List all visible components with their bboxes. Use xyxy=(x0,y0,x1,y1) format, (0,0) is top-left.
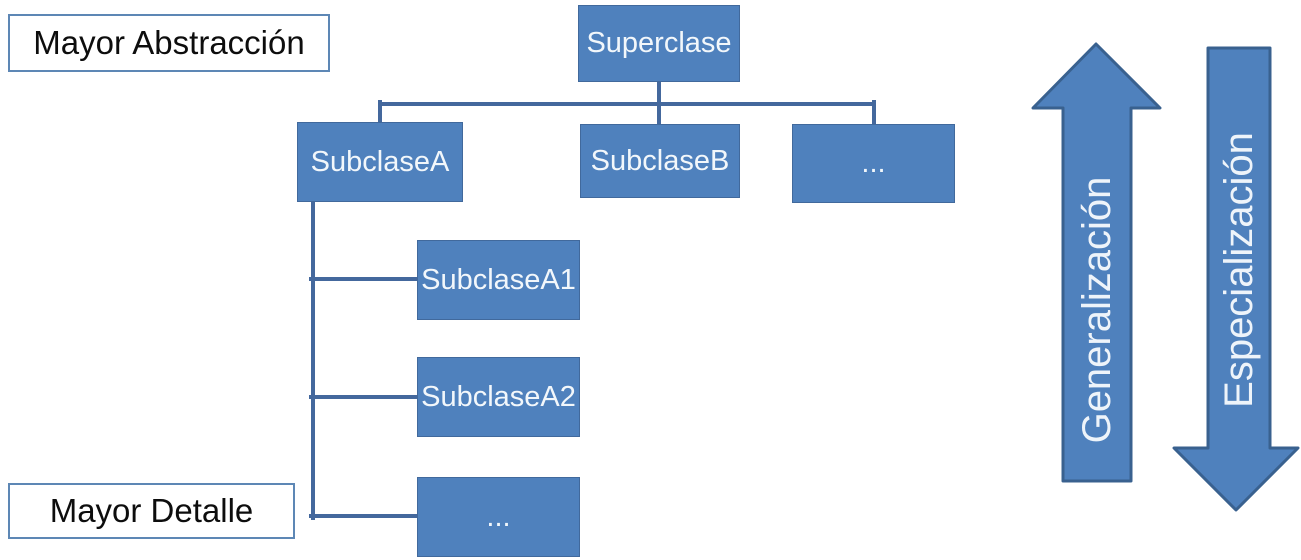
node-superclase: Superclase xyxy=(578,5,740,82)
node-subclaseA1-label: SubclaseA1 xyxy=(421,263,576,296)
generalization-up-arrow xyxy=(1031,42,1162,483)
annotation-mayor-abstraccion: Mayor Abstracción xyxy=(8,14,330,72)
node-subclaseA1: SubclaseA1 xyxy=(417,240,580,320)
node-subclaseA2-label: SubclaseA2 xyxy=(421,380,576,413)
node-subclaseA: SubclaseA xyxy=(297,122,463,202)
node-ellipsis-top: ... xyxy=(792,124,955,203)
node-subclaseA-label: SubclaseA xyxy=(310,145,450,178)
node-superclase-label: Superclase xyxy=(586,27,732,59)
node-subclaseB-label: SubclaseB xyxy=(590,144,730,177)
annotation-mayor-detalle-label: Mayor Detalle xyxy=(49,492,254,529)
specialization-down-arrow xyxy=(1172,46,1300,512)
annotation-mayor-abstraccion-label: Mayor Abstracción xyxy=(33,24,305,61)
node-ellipsis-top-label: ... xyxy=(861,147,886,179)
node-subclaseB: SubclaseB xyxy=(580,124,740,198)
node-subclaseA2: SubclaseA2 xyxy=(417,357,580,437)
node-ellipsis-bottom: ... xyxy=(417,477,580,557)
annotation-mayor-detalle: Mayor Detalle xyxy=(8,483,295,539)
node-ellipsis-bottom-label: ... xyxy=(486,500,511,533)
